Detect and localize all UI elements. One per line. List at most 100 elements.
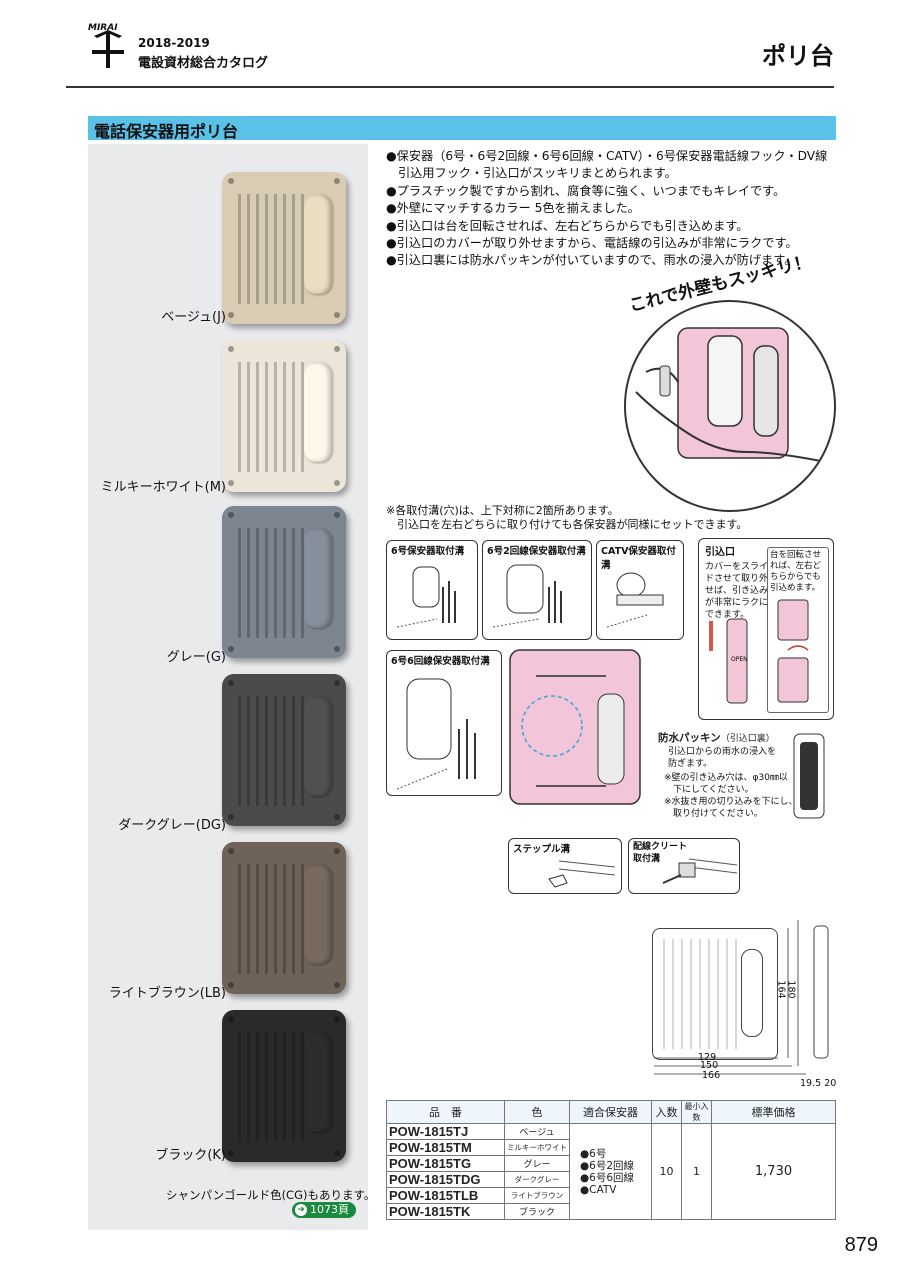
product-color: ブラック	[504, 1203, 570, 1220]
plate-milky-white	[222, 340, 346, 492]
feature-item: 保安器（6号・6号2回線・6号6回線・CATV）・6号保安器電話線フック・DV線…	[386, 148, 836, 183]
th-color: 色	[504, 1100, 570, 1124]
mount-note-line: ※各取付溝(穴)は、上下対称に2箇所あります。	[386, 504, 619, 517]
product-code: POW-1815TM	[386, 1139, 505, 1156]
dimension-lines	[654, 920, 829, 1075]
product-code: POW-1815TK	[386, 1203, 505, 1220]
dimension-drawing	[652, 928, 778, 1060]
dim-height-180: 180	[785, 980, 797, 999]
spec-table: 品 番 色 適合保安器 入数 最小入数 標準価格 POW-1815TJ ベージュ…	[386, 1100, 836, 1220]
color-label-gray: グレー(G)	[166, 650, 226, 665]
dim-depth: 19.5 20	[800, 1078, 837, 1089]
plate-gray	[222, 506, 346, 658]
product-color: グレー	[504, 1155, 570, 1172]
mount-note: ※各取付溝(穴)は、上下対称に2箇所あります。 引込口を左右どちらに取り付けても…	[386, 504, 747, 532]
feature-item: プラスチック製ですから割れ、腐食等に強く、いつまでもキレイです。	[386, 183, 836, 200]
packing-text: 引込口からの雨水の浸入を防ぎます。	[668, 747, 777, 769]
plate-black	[222, 1010, 346, 1162]
diagram-box-label: 6号6回線保安器取付溝	[391, 656, 490, 667]
dim-width-129: 129	[698, 1052, 717, 1063]
protector-6go-illustration	[396, 566, 456, 628]
staple-groove-box: ステップル溝	[508, 838, 622, 894]
color-label-black: ブラック(K)	[155, 1148, 226, 1163]
diagram-box-label: CATV保安器取付溝	[601, 546, 676, 571]
diagram-box-catv: CATV保安器取付溝	[596, 540, 684, 640]
product-color: ベージュ	[504, 1123, 570, 1140]
open-label: OPEN	[731, 656, 748, 663]
standard-price: 1,730	[711, 1123, 836, 1220]
table-row: POW-1815TK ブラック	[386, 1203, 836, 1220]
inlet-illustration: OPEN	[709, 618, 748, 704]
rotate-illustration	[777, 599, 809, 703]
th-protector: 適合保安器	[569, 1100, 652, 1124]
packing-note2: ※水抜き用の切り込みを下にし、 取り付けてください。	[664, 797, 798, 819]
packing-title: 防水パッキン（引込口裏）	[658, 732, 775, 744]
gold-color-note: シャンパンゴールド色(CG)もあります。	[166, 1188, 376, 1202]
base-plate-illustration	[509, 649, 641, 805]
product-code: POW-1815TLB	[386, 1187, 505, 1204]
min-pack-qty: 1	[681, 1123, 712, 1220]
color-label-milky-white: ミルキーホワイト(M)	[100, 480, 226, 495]
protector-catv-illustration	[606, 572, 664, 628]
diagram-box-6go-2line: 6号2回線保安器取付溝	[482, 540, 592, 640]
th-min-qty: 最小入数	[681, 1100, 712, 1124]
table-row: POW-1815TJ ベージュ ●6号●6号2回線●6号6回線●CATV 10 …	[386, 1123, 836, 1220]
cleat-groove-box: 配線クリート取付溝	[628, 838, 740, 894]
dim-width-150: 150	[700, 1060, 719, 1071]
ref-page-link[interactable]: ➜1073頁	[292, 1202, 356, 1218]
color-label-beige: ベージュ(J)	[161, 310, 226, 325]
rotate-subbox: 台を回転させれば、左右どちらからでも引込めます。	[767, 547, 829, 713]
header-rule	[66, 86, 834, 88]
table-row: POW-1815TM ミルキーホワイト	[386, 1139, 836, 1156]
dim-width-166: 166	[702, 1070, 721, 1081]
feature-item: 引込口裏には防水パッキンが付いていますので、雨水の浸入が防げます。	[386, 252, 836, 269]
product-color: ミルキーホワイト	[504, 1139, 570, 1156]
packing-illustration	[793, 733, 825, 819]
protector-2line-illustration	[492, 564, 562, 628]
th-code: 品 番	[386, 1100, 505, 1124]
table-row: POW-1815TLB ライトブラウン	[386, 1187, 836, 1204]
inlet-detail-box: 引込口 カバーをスライドさせて取り外せば、引き込みが非常にラクにできます。 台を…	[698, 538, 834, 720]
th-price: 標準価格	[711, 1100, 836, 1124]
product-code: POW-1815TG	[386, 1155, 505, 1172]
product-code: POW-1815TJ	[386, 1123, 505, 1140]
plate-light-brown	[222, 842, 346, 994]
catalog-year: 2018-2019	[138, 36, 210, 50]
product-color: ダークグレー	[504, 1171, 570, 1188]
cleat-label: 配線クリート取付溝	[633, 842, 688, 864]
section-bar	[88, 116, 836, 140]
table-row: POW-1815TDG ダークグレー	[386, 1171, 836, 1188]
mount-note-line: 引込口を左右どちらに取り付けても各保安器が同様にセットできます。	[386, 518, 748, 531]
catalog-title: 電設資材総合カタログ	[138, 56, 269, 71]
mirai-logo: MIRAI	[88, 23, 124, 68]
rotate-text: 台を回転させれば、左右どちらからでも引込めます。	[770, 550, 822, 593]
protector-6line-illustration	[396, 678, 476, 790]
section-title: 電話保安器用ポリ台	[94, 122, 239, 141]
plate-beige	[222, 172, 346, 324]
inlet-text: カバーをスライドさせて取り外せば、引き込みが非常にラクにできます。	[705, 562, 769, 620]
cleat-illustration	[662, 858, 738, 884]
arrow-right-icon: ➜	[295, 1204, 307, 1216]
page-number: 879	[844, 1234, 878, 1256]
feature-item: 外壁にマッチするカラー 5色を揃えました。	[386, 200, 836, 217]
plate-dark-gray	[222, 674, 346, 826]
diagram-box-6go: 6号保安器取付溝	[386, 540, 478, 640]
diagram-box-label: 6号保安器取付溝	[391, 546, 465, 557]
th-qty: 入数	[651, 1100, 682, 1124]
diagram-box-label: 6号2回線保安器取付溝	[487, 546, 586, 557]
compatible-protectors: ●6号●6号2回線●6号6回線●CATV	[569, 1123, 652, 1220]
product-color: ライトブラウン	[504, 1187, 570, 1204]
color-label-light-brown: ライトブラウン(LB)	[108, 986, 226, 1001]
packing-detail: 防水パッキン（引込口裏） 引込口からの雨水の浸入を防ぎます。 ※壁の引き込み穴は…	[654, 724, 834, 824]
pack-qty: 10	[651, 1123, 682, 1220]
feature-list: 保安器（6号・6号2回線・6号6回線・CATV）・6号保安器電話線フック・DV線…	[386, 148, 836, 270]
product-code: POW-1815TDG	[386, 1171, 505, 1188]
inlet-title: 引込口	[705, 547, 735, 558]
ref-page-label: 1073頁	[310, 1203, 349, 1216]
diagram-box-6go-6line: 6号6回線保安器取付溝	[386, 650, 502, 796]
staple-illustration	[548, 860, 616, 888]
color-label-dark-gray: ダークグレー(DG)	[118, 818, 226, 833]
feature-item: 引込口のカバーが取り外せますから、電話線の引込みが非常にラクです。	[386, 235, 836, 252]
brand-text: MIRAI	[88, 23, 118, 33]
packing-note1: ※壁の引き込み穴は、φ30㎜以 下にしてください。	[664, 773, 788, 795]
